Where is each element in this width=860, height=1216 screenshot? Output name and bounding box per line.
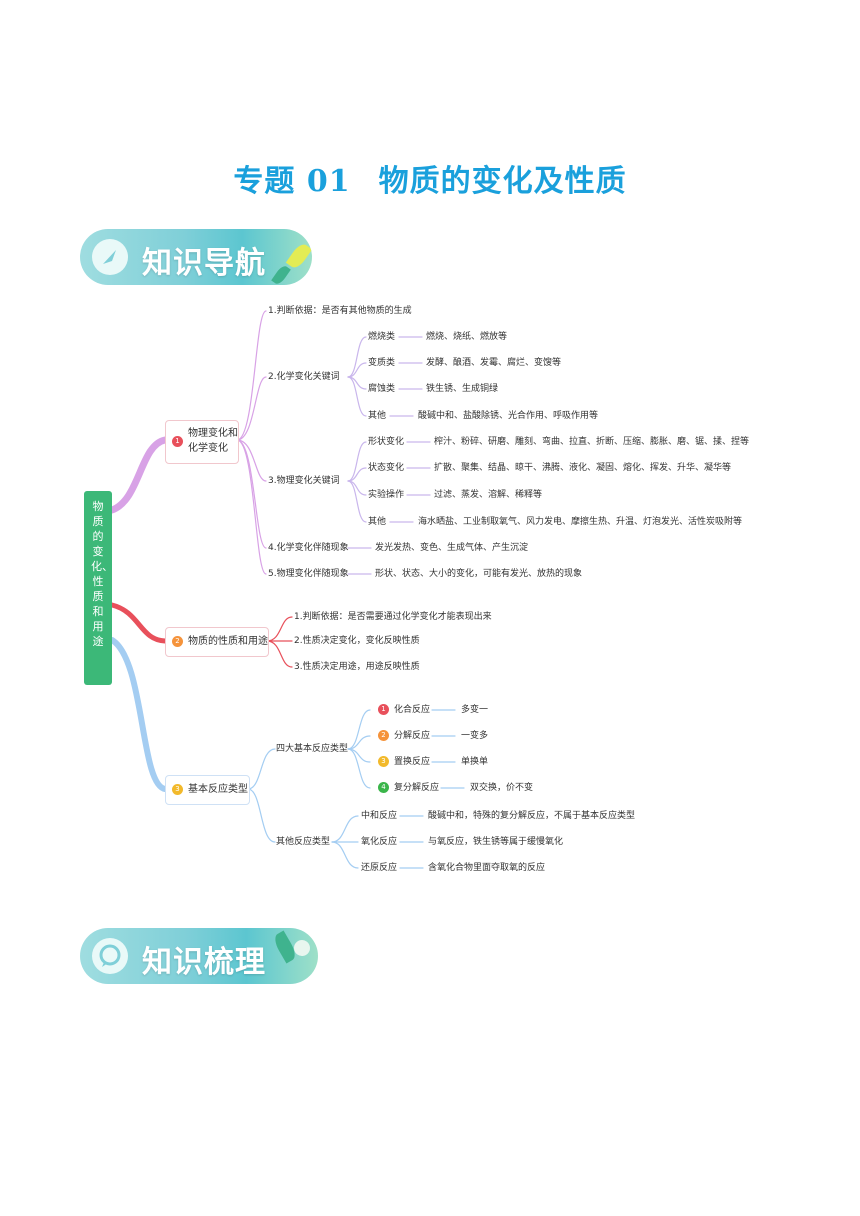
other-reaction-desc: 含氧化合物里面夺取氧的反应 [428, 863, 546, 873]
chat-bubble-icon [92, 938, 128, 974]
compass-icon [92, 239, 128, 275]
phys-phenomena-value: 形状、状态、大小的变化，可能有发光、放热的现象 [375, 569, 583, 579]
reaction-rule: 单换单 [461, 757, 489, 767]
reaction-badge: 1 [378, 704, 389, 715]
reaction-rule: 一变多 [461, 731, 489, 741]
chem-kw-key: 燃烧类 [368, 332, 396, 342]
chem-keywords: 2.化学变化关键词 [268, 372, 340, 382]
reaction-name: 置换反应 [394, 757, 431, 767]
branch2-node: 2 物质的性质和用途 [165, 627, 269, 657]
title-main: 物质的变化及性质 [378, 164, 627, 199]
chem-kw-key: 腐蚀类 [368, 384, 396, 394]
other-reaction-name: 氧化反应 [361, 837, 398, 847]
other-reaction-name: 中和反应 [361, 811, 398, 821]
phys-kw-key: 形状变化 [368, 437, 405, 447]
reaction-badge: 2 [378, 730, 389, 741]
phys-kw-value: 海水晒盐、工业制取氧气、风力发电、摩擦生热、升温、灯泡发光、活性炭吸附等 [418, 517, 743, 527]
phys-kw-key: 其他 [368, 517, 387, 527]
reaction-name: 分解反应 [394, 731, 431, 741]
chem-kw-key: 其他 [368, 411, 387, 421]
reaction-badge: 3 [378, 756, 389, 767]
chem-phenomena-label: 4.化学变化伴随现象 [268, 543, 349, 553]
reaction-rule: 双交换，价不变 [470, 783, 534, 793]
reaction-badge: 4 [378, 782, 389, 793]
phys-kw-value: 过滤、蒸发、溶解、稀释等 [434, 490, 543, 500]
other-reaction-desc: 酸碱中和，特殊的复分解反应，不属于基本反应类型 [428, 811, 636, 821]
branch1-label-line1: 物理变化和 [188, 428, 238, 439]
four-reaction-types: 四大基本反应类型 [276, 744, 349, 754]
branch2-item: 3.性质决定用途，用途反映性质 [294, 662, 420, 672]
page-title: 专题 01 物质的变化及性质 [0, 156, 860, 200]
branch2-label: 物质的性质和用途 [188, 636, 268, 647]
branch1-node: 1 物理变化和 化学变化 [165, 420, 239, 464]
mindmap-root: 物质的变化、性质和用途 [84, 491, 113, 685]
phys-kw-value: 扩散、聚集、结晶、晾干、沸腾、液化、凝固、熔化、挥发、升华、凝华等 [434, 463, 732, 473]
sort-banner-title: 知识梳理 [142, 945, 266, 980]
chem-kw-value: 燃烧、烧纸、燃放等 [426, 332, 508, 342]
other-reaction-types: 其他反应类型 [276, 837, 331, 847]
root-label: 物质的变化、性质和用途 [91, 500, 113, 648]
branch2-item: 2.性质决定变化，变化反映性质 [294, 636, 420, 646]
branch3-badge: 3 [172, 784, 183, 795]
branch1-label-line2: 化学变化 [188, 443, 228, 454]
reaction-rule: 多变一 [461, 705, 489, 715]
phys-keywords: 3.物理变化关键词 [268, 476, 340, 486]
branch3-node: 3 基本反应类型 [165, 775, 250, 805]
branch1-badge: 1 [172, 436, 183, 447]
sort-banner: 知识梳理 [80, 928, 318, 984]
reaction-name: 化合反应 [394, 705, 431, 715]
nav-banner-title: 知识导航 [142, 246, 266, 281]
chem-phenomena-value: 发光发热、变色、生成气体、产生沉淀 [375, 543, 529, 553]
title-prefix: 专题 01 [233, 164, 351, 199]
other-reaction-desc: 与氧反应，铁生锈等属于缓慢氧化 [428, 837, 564, 847]
phys-kw-value: 榨汁、粉碎、研磨、雕刻、弯曲、拉直、折断、压缩、膨胀、磨、锯、揉、捏等 [434, 437, 750, 447]
phys-kw-key: 状态变化 [368, 463, 405, 473]
judge-basis: 1.判断依据：是否有其他物质的生成 [268, 306, 412, 316]
chem-kw-value: 铁生锈、生成铜绿 [426, 384, 499, 394]
chem-kw-value: 发酵、酿酒、发霉、腐烂、变馊等 [426, 358, 562, 368]
nav-banner: 知识导航 [80, 229, 312, 285]
chem-kw-value: 酸碱中和、盐酸除锈、光合作用、呼吸作用等 [418, 411, 599, 421]
branch3-label: 基本反应类型 [188, 784, 248, 795]
reaction-name: 复分解反应 [394, 783, 440, 793]
phys-kw-key: 实验操作 [368, 490, 405, 500]
chem-kw-key: 变质类 [368, 358, 396, 368]
phys-phenomena-label: 5.物理变化伴随现象 [268, 569, 349, 579]
branch2-badge: 2 [172, 636, 183, 647]
branch2-item: 1.判断依据：是否需要通过化学变化才能表现出来 [294, 612, 492, 622]
other-reaction-name: 还原反应 [361, 863, 398, 873]
